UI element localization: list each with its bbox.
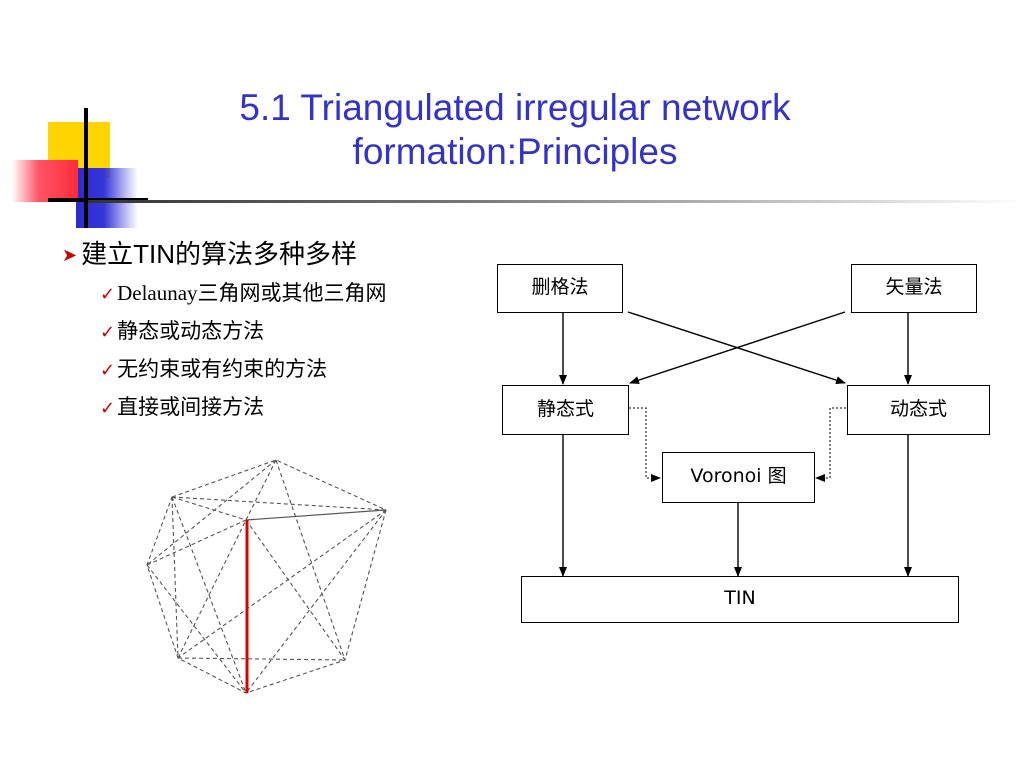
checkmark-icon: ✓ [100, 398, 116, 419]
bullet-list: ➤建立TIN的算法多种多样 ✓Delaunay三角网或其他三角网 ✓静态或动态方… [62, 234, 387, 426]
box-grid-method: 删格法 [497, 264, 623, 313]
slide-title-line1: 5.1 Triangulated irregular network [239, 87, 791, 128]
checkmark-icon: ✓ [100, 360, 116, 381]
sub-bullet: ✓直接或间接方法 [100, 388, 387, 426]
tin-dashed-edges [146, 459, 387, 694]
main-bullet-prefix: 建立 [81, 239, 134, 269]
box-dynamic: 动态式 [847, 385, 990, 435]
box-tin-label: TIN [724, 587, 756, 609]
box-tin: TIN [521, 576, 959, 623]
tin-solid-edge [245, 509, 387, 521]
arrow-vector-to-static [629, 311, 846, 384]
main-bullet-suffix: 的算法多种多样 [175, 239, 358, 269]
box-grid-method-label: 删格法 [531, 276, 589, 298]
sub-bullet-text: 直接或间接方法 [117, 395, 265, 419]
sub-bullet: ✓静态或动态方法 [100, 312, 387, 350]
sub-bullet: ✓Delaunay三角网或其他三角网 [100, 274, 387, 312]
sub-bullet: ✓无约束或有约束的方法 [100, 350, 387, 388]
box-static-label: 静态式 [536, 398, 594, 420]
right-arrow-icon: ➤ [62, 245, 78, 265]
tin-illustration [146, 459, 387, 694]
checkmark-icon: ✓ [100, 284, 116, 305]
box-voronoi: Voronoi 图 [662, 452, 815, 503]
box-static: 静态式 [502, 385, 629, 435]
slide-title: 5.1 Triangulated irregular network forma… [140, 86, 890, 174]
decor-vertical-line [84, 108, 88, 228]
sub-bullet-text: Delaunay三角网或其他三角网 [117, 281, 387, 305]
sub-bullet-text: 无约束或有约束的方法 [117, 357, 328, 381]
dotted-static-to-voronoi [629, 407, 661, 482]
box-dynamic-label: 动态式 [889, 398, 947, 420]
box-voronoi-label: Voronoi 图 [690, 465, 787, 487]
checkmark-icon: ✓ [100, 322, 116, 343]
box-vector-method: 矢量法 [851, 264, 977, 313]
decor-red-square [12, 160, 78, 202]
title-divider [88, 200, 1024, 203]
sub-bullet-text: 静态或动态方法 [117, 319, 265, 343]
box-vector-method-label: 矢量法 [885, 276, 943, 298]
main-bullet-latin: TIN [133, 239, 175, 269]
main-bullet: ➤建立TIN的算法多种多样 [62, 234, 387, 274]
dotted-dynamic-to-voronoi [815, 407, 846, 482]
slide-title-line2: formation:Principles [352, 131, 678, 172]
